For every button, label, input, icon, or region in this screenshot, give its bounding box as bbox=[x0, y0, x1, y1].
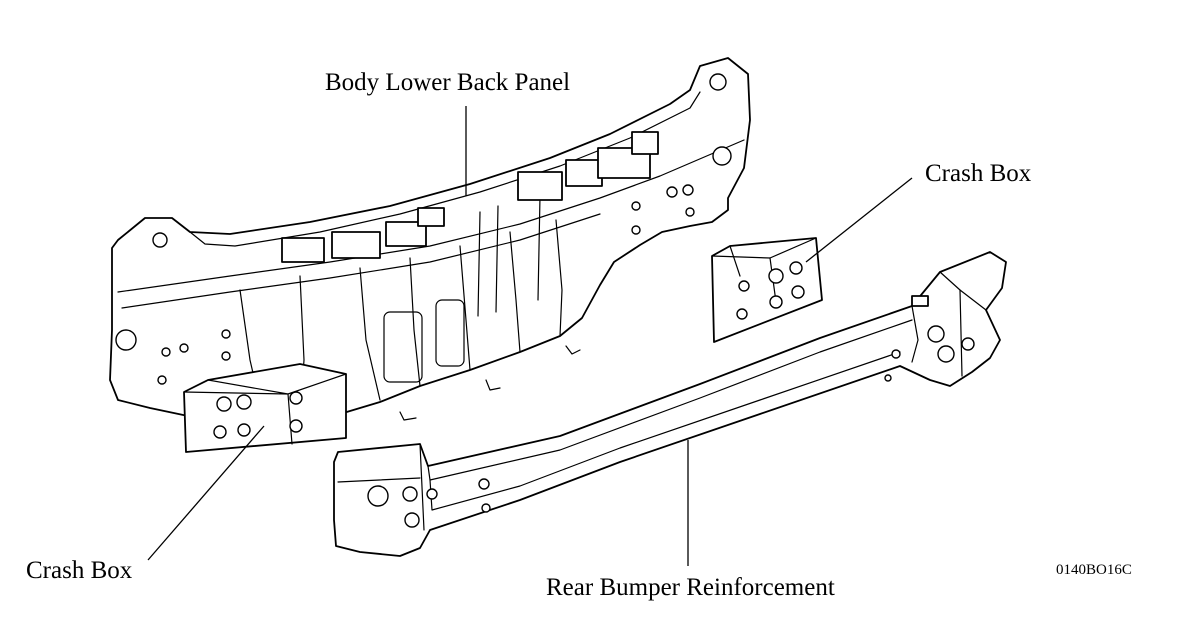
leader-crash-box-left bbox=[147, 425, 265, 561]
crash-box-left bbox=[183, 363, 347, 453]
leader-crash-box-right bbox=[805, 177, 913, 263]
crash-box-right bbox=[711, 237, 823, 343]
body-lower-back-panel bbox=[109, 57, 751, 421]
label-crash-box-left: Crash Box bbox=[26, 557, 133, 584]
label-body-lower-back-panel: Body Lower Back Panel bbox=[325, 69, 571, 96]
label-crash-box-right: Crash Box bbox=[925, 160, 1032, 187]
rear-bumper-reinforcement bbox=[333, 251, 1007, 557]
label-rear-bumper-reinforcement: Rear Bumper Reinforcement bbox=[546, 574, 835, 601]
reference-code: 0140BO16C bbox=[1056, 562, 1132, 578]
